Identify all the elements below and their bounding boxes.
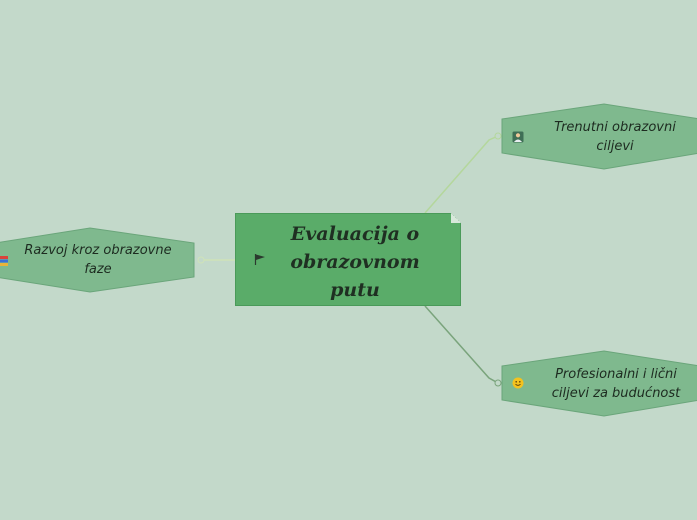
connector-left-dot	[197, 256, 205, 264]
smiley-icon	[512, 377, 524, 389]
teacher-icon	[512, 131, 524, 143]
central-topic-fold	[451, 213, 461, 223]
connector-top-right-dot	[494, 132, 502, 140]
node-shape-left[interactable]	[0, 227, 195, 293]
node-shape-bottom-right[interactable]	[501, 350, 697, 417]
connector-bottom-right-dot	[494, 379, 502, 387]
central-topic[interactable]	[235, 213, 461, 306]
central-topic-title: Evaluacija o obrazovnom putu	[290, 223, 420, 301]
connector-top-right	[424, 135, 499, 214]
node-label-top-right: Trenutni obrazovni ciljevi	[554, 120, 676, 154]
node-label-bottom-right: Profesionalni i lični ciljevi za budućno…	[551, 367, 681, 401]
books-icon	[0, 256, 8, 266]
node-shape-top-right[interactable]	[501, 103, 697, 170]
node-label-left: Razvoj kroz obrazovne faze	[24, 243, 172, 277]
connector-bottom-right	[424, 305, 499, 384]
flag-icon	[254, 254, 265, 265]
